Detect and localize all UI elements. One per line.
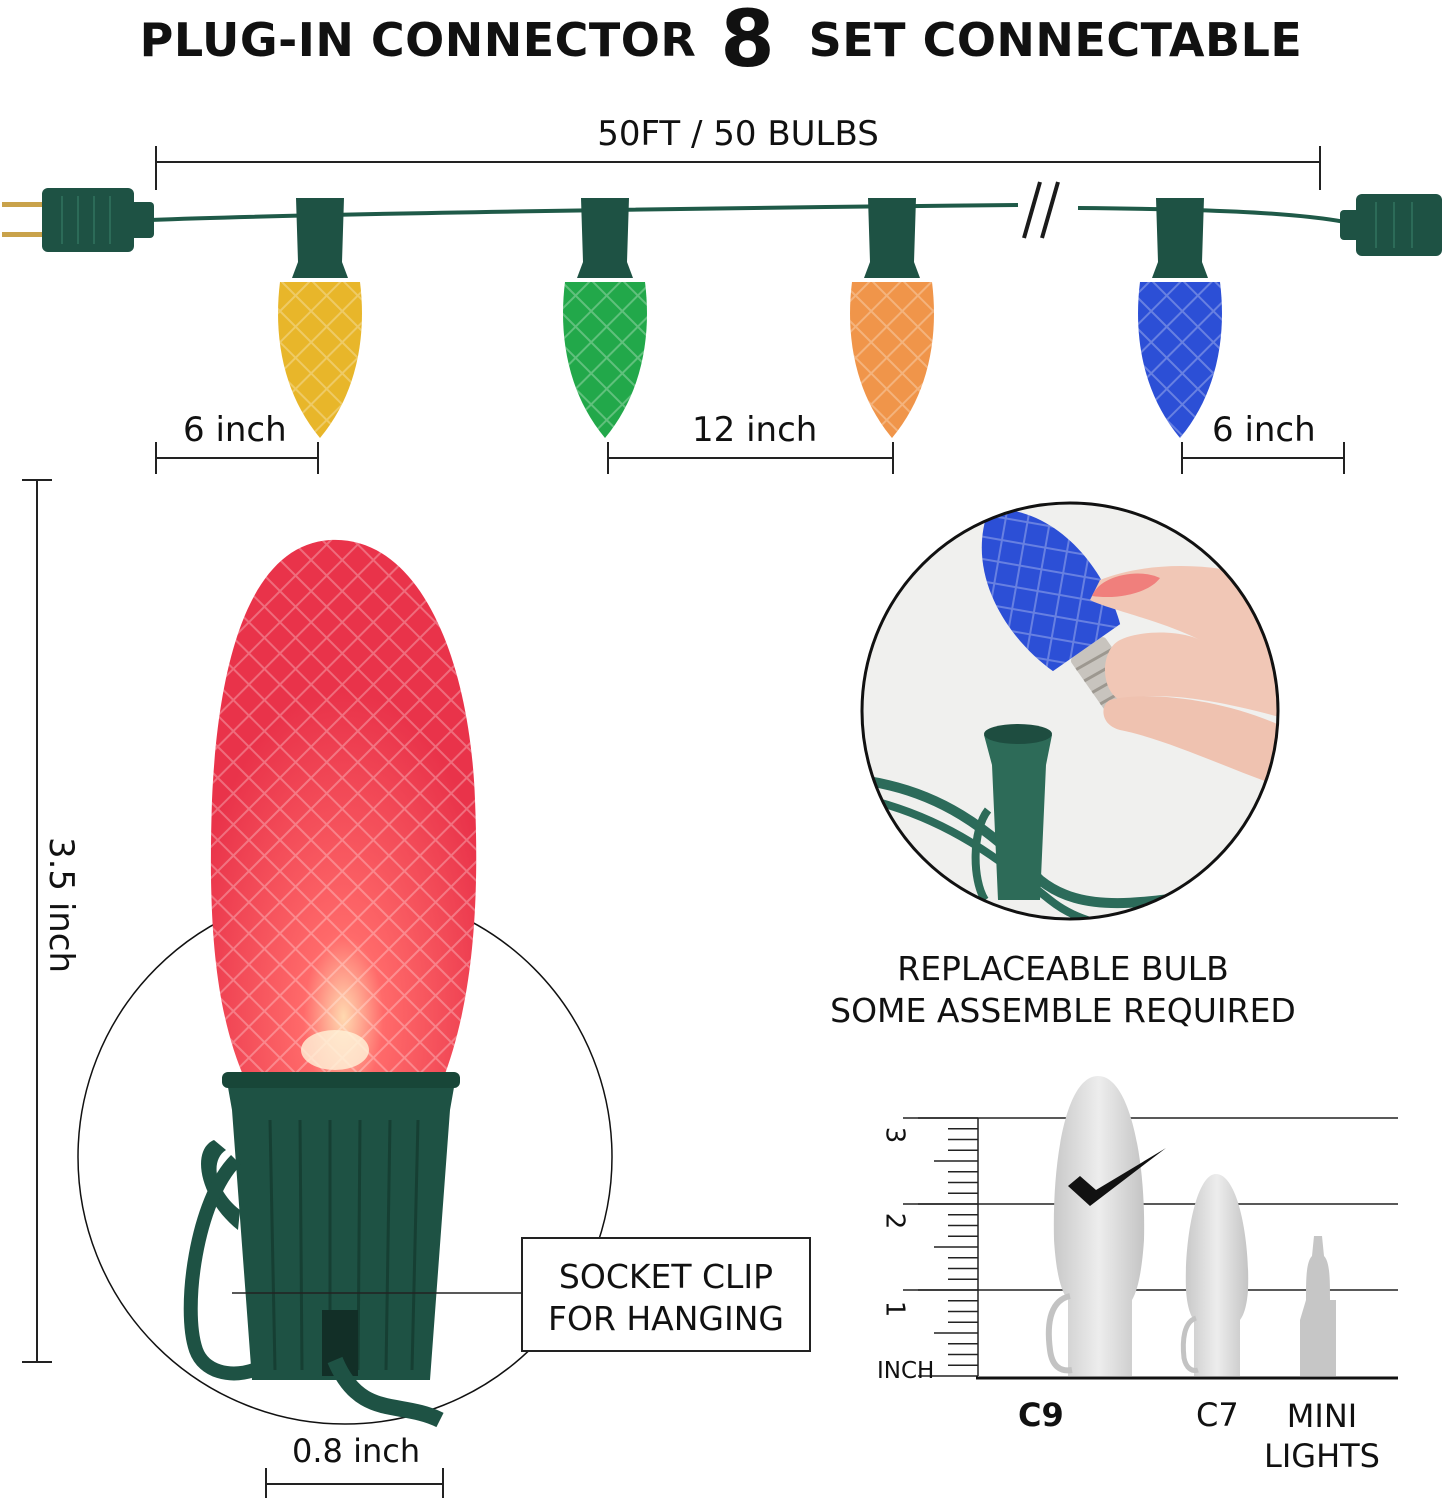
- replaceable-line2: SOME ASSEMBLE REQUIRED: [830, 991, 1296, 1030]
- end-spacing-label: 6 inch: [1212, 410, 1316, 450]
- height-dimension: [22, 479, 52, 1363]
- female-plug: [1340, 194, 1442, 256]
- socket-clip-label: SOCKET CLIP FOR HANGING: [522, 1256, 810, 1340]
- replaceable-caption: REPLACEABLE BULB SOME ASSEMBLE REQUIRED: [808, 948, 1318, 1032]
- length-dimension: [155, 146, 1321, 190]
- ruler-unit: INCH: [877, 1358, 935, 1384]
- socket-clip-line2: FOR HANGING: [547, 1299, 784, 1338]
- socket-clip-line1: SOCKET CLIP: [558, 1257, 774, 1296]
- title-left: PLUG-IN CONNECTOR: [139, 13, 697, 67]
- replace-bulb-photo: [860, 501, 1280, 921]
- socket-clip-callout: [232, 1237, 811, 1352]
- height-label: 3.5 inch: [41, 836, 81, 974]
- ruler-tick-2: 2: [879, 1212, 910, 1230]
- size-comparison: [903, 1076, 1398, 1380]
- large-red-bulb: [210, 539, 477, 1082]
- base-width-label: 0.8 inch: [292, 1432, 421, 1470]
- yellow-bulb: [278, 198, 362, 438]
- ruler-tick-3: 3: [879, 1126, 910, 1144]
- male-plug: [2, 188, 154, 252]
- base-width-dimension: [265, 1468, 444, 1498]
- string-bulbs: [278, 198, 1222, 438]
- ruler-tick-1: 1: [879, 1300, 910, 1318]
- start-spacing-label: 6 inch: [183, 410, 287, 450]
- title-number: 8: [720, 0, 775, 85]
- mini-line2: LIGHTS: [1264, 1437, 1380, 1475]
- blue-bulb: [1138, 198, 1222, 438]
- orange-bulb: [850, 198, 934, 438]
- mini-line1: MINI: [1286, 1397, 1358, 1435]
- between-spacing-label: 12 inch: [692, 410, 818, 450]
- page-title: PLUG-IN CONNECTOR 8 SET CONNECTABLE: [0, 0, 1442, 90]
- length-label: 50FT / 50 BULBS: [597, 114, 879, 154]
- c7-label: C7: [1196, 1396, 1239, 1434]
- c9-label: C9: [1018, 1396, 1064, 1434]
- green-bulb: [563, 198, 647, 438]
- replaceable-line1: REPLACEABLE BULB: [897, 949, 1229, 988]
- mini-lights-label: MINI LIGHTS: [1252, 1396, 1392, 1476]
- break-marks: [1022, 181, 1060, 239]
- spacing-dimensions: [155, 442, 1345, 474]
- title-right: SET CONNECTABLE: [808, 13, 1303, 67]
- large-socket: [183, 1072, 460, 1428]
